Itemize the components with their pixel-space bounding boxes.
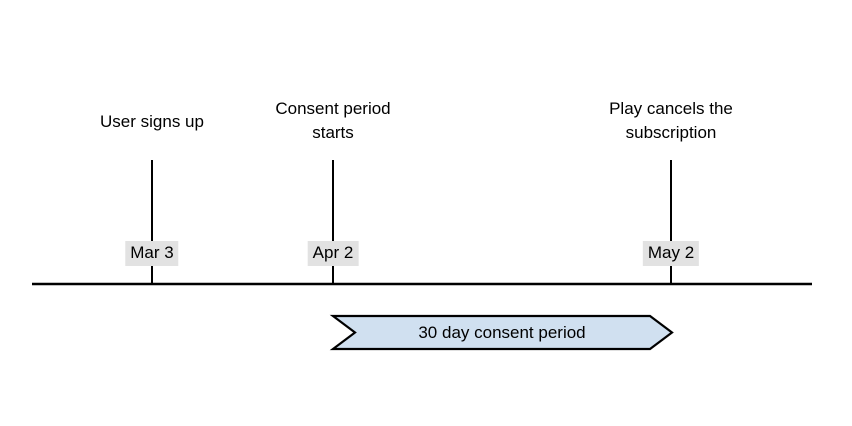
milestone-date-chip-play-cancels-subscription: May 2 xyxy=(642,241,700,266)
consent-period-banner-label: 30 day consent period xyxy=(418,323,586,342)
milestone-date-chip-consent-period-starts: Apr 2 xyxy=(307,241,359,266)
consent-period-banner-shape xyxy=(329,314,674,351)
milestone-date-chip-user-signs-up: Mar 3 xyxy=(125,241,179,266)
